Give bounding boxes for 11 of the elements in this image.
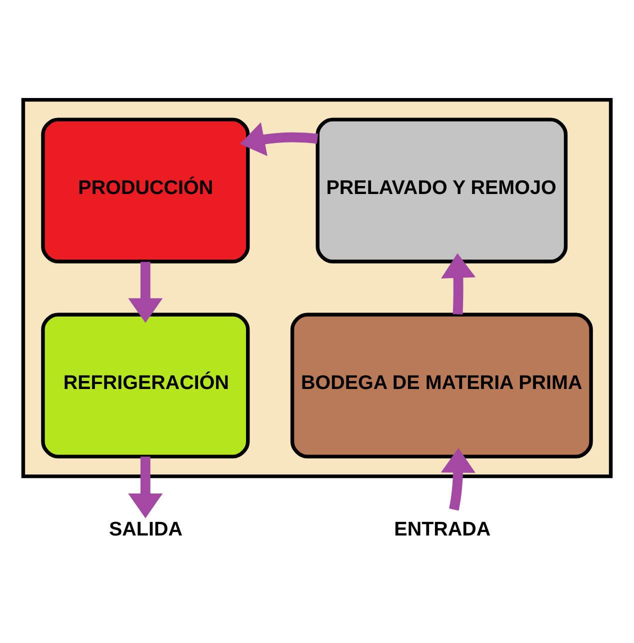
arrow bbox=[128, 456, 163, 518]
arrow bbox=[441, 252, 476, 314]
cluster bbox=[21, 97, 613, 478]
node-text: ENTRADA bbox=[394, 518, 491, 540]
arrow bbox=[128, 261, 163, 322]
node-box: PRODUCCIÓN bbox=[41, 117, 250, 263]
node-box: REFRIGERACIÓN bbox=[41, 312, 250, 458]
node-text: SALIDA bbox=[109, 518, 183, 540]
arrow bbox=[240, 122, 318, 156]
node-box: PRELAVADO Y REMOJO bbox=[316, 117, 568, 263]
node-box: BODEGA DE MATERIA PRIMA bbox=[290, 312, 593, 458]
